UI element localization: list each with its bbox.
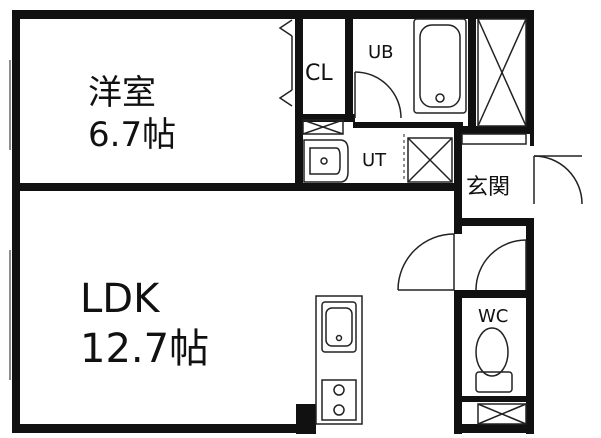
western-room-size: 6.7帖: [88, 115, 176, 155]
door-swing-icon: [475, 239, 527, 291]
closet-label: CL: [305, 61, 333, 86]
walls: [12, 10, 534, 434]
door-swing-icon: [354, 71, 402, 119]
door-swing-icon: [397, 233, 455, 291]
washbasin-icon: [303, 139, 349, 183]
ldk-name: LDK: [80, 276, 161, 322]
stove-icon: [321, 379, 357, 421]
washing-machine-icon: [407, 137, 453, 183]
kitchen-sink-icon: [315, 295, 363, 425]
door-swing-icon: [533, 155, 583, 205]
ldk-size: 12.7帖: [80, 326, 209, 372]
toilet-label: WC: [478, 306, 508, 327]
entrance-label: 玄関: [466, 175, 510, 200]
bathtub-icon: [413, 18, 467, 114]
toilet-icon: [475, 327, 513, 393]
unit-bath-label: UB: [368, 42, 394, 63]
utility-label: UT: [362, 150, 387, 171]
western-room-name: 洋室: [88, 73, 156, 113]
closet-door: [278, 19, 293, 107]
storage-cross-icon: [302, 18, 527, 425]
